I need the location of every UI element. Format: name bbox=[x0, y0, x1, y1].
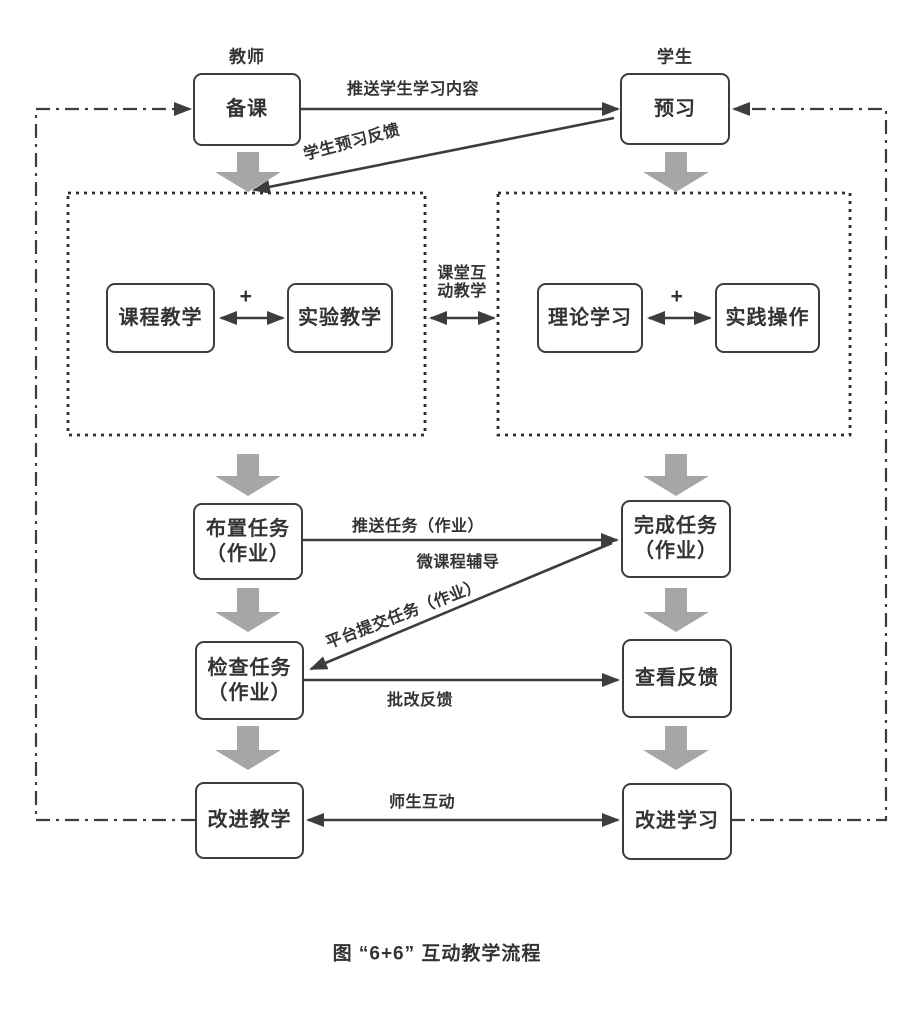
edge-label-teacher-student-interaction: 师生互动 bbox=[388, 794, 456, 812]
lane-label-student: 学生 bbox=[657, 47, 693, 67]
edge-label-micro-course: 微课程辅导 bbox=[416, 554, 500, 572]
down-arrow-view-to-improve bbox=[643, 726, 709, 770]
edge-label-push-task: 推送任务（作业） bbox=[351, 518, 485, 536]
node-improve-learning: 改进学习 bbox=[622, 783, 732, 860]
node-course-teaching: 课程教学 bbox=[106, 283, 215, 353]
figure-caption: 图 “6+6” 互动教学流程 bbox=[332, 943, 542, 965]
node-complete-task: 完成任务 （作业） bbox=[621, 500, 731, 578]
plus-sign-teacher: + bbox=[239, 285, 253, 309]
edge-label-grading-feedback: 批改反馈 bbox=[386, 692, 454, 710]
plus-sign-student: + bbox=[670, 285, 684, 309]
teacher-classroom-frame bbox=[66, 191, 427, 437]
node-assign-task: 布置任务 （作业） bbox=[193, 503, 303, 580]
preview-feedback-arrow bbox=[252, 116, 615, 194]
down-arrow-prepare-to-classroom bbox=[215, 152, 281, 192]
edge-label-push-content: 推送学生学习内容 bbox=[346, 81, 480, 99]
down-arrow-check-to-improve bbox=[215, 726, 281, 770]
feedback-loop-left-line bbox=[34, 102, 195, 822]
student-classroom-frame bbox=[496, 191, 852, 437]
down-arrow-assign-to-check bbox=[215, 588, 281, 632]
down-arrow-classroom-to-assign bbox=[215, 454, 281, 496]
node-check-task: 检查任务 （作业） bbox=[195, 641, 304, 720]
node-theory-learning: 理论学习 bbox=[537, 283, 643, 353]
node-improve-teaching: 改进教学 bbox=[195, 782, 304, 859]
down-arrow-preview-to-classroom bbox=[643, 152, 709, 192]
node-preview: 预习 bbox=[620, 73, 730, 145]
node-experiment-teaching: 实验教学 bbox=[287, 283, 393, 353]
node-view-feedback: 查看反馈 bbox=[622, 639, 732, 718]
node-prepare-lesson: 备课 bbox=[193, 73, 301, 146]
edge-label-classroom-interaction: 课堂互 动教学 bbox=[437, 265, 487, 300]
down-arrow-complete-to-view bbox=[643, 588, 709, 632]
down-arrow-classroom-to-complete bbox=[643, 454, 709, 496]
platform-submit-arrow bbox=[309, 541, 613, 671]
lane-label-teacher: 教师 bbox=[229, 47, 265, 67]
node-practice-operation: 实践操作 bbox=[715, 283, 820, 353]
feedback-loop-right-line bbox=[731, 102, 888, 822]
